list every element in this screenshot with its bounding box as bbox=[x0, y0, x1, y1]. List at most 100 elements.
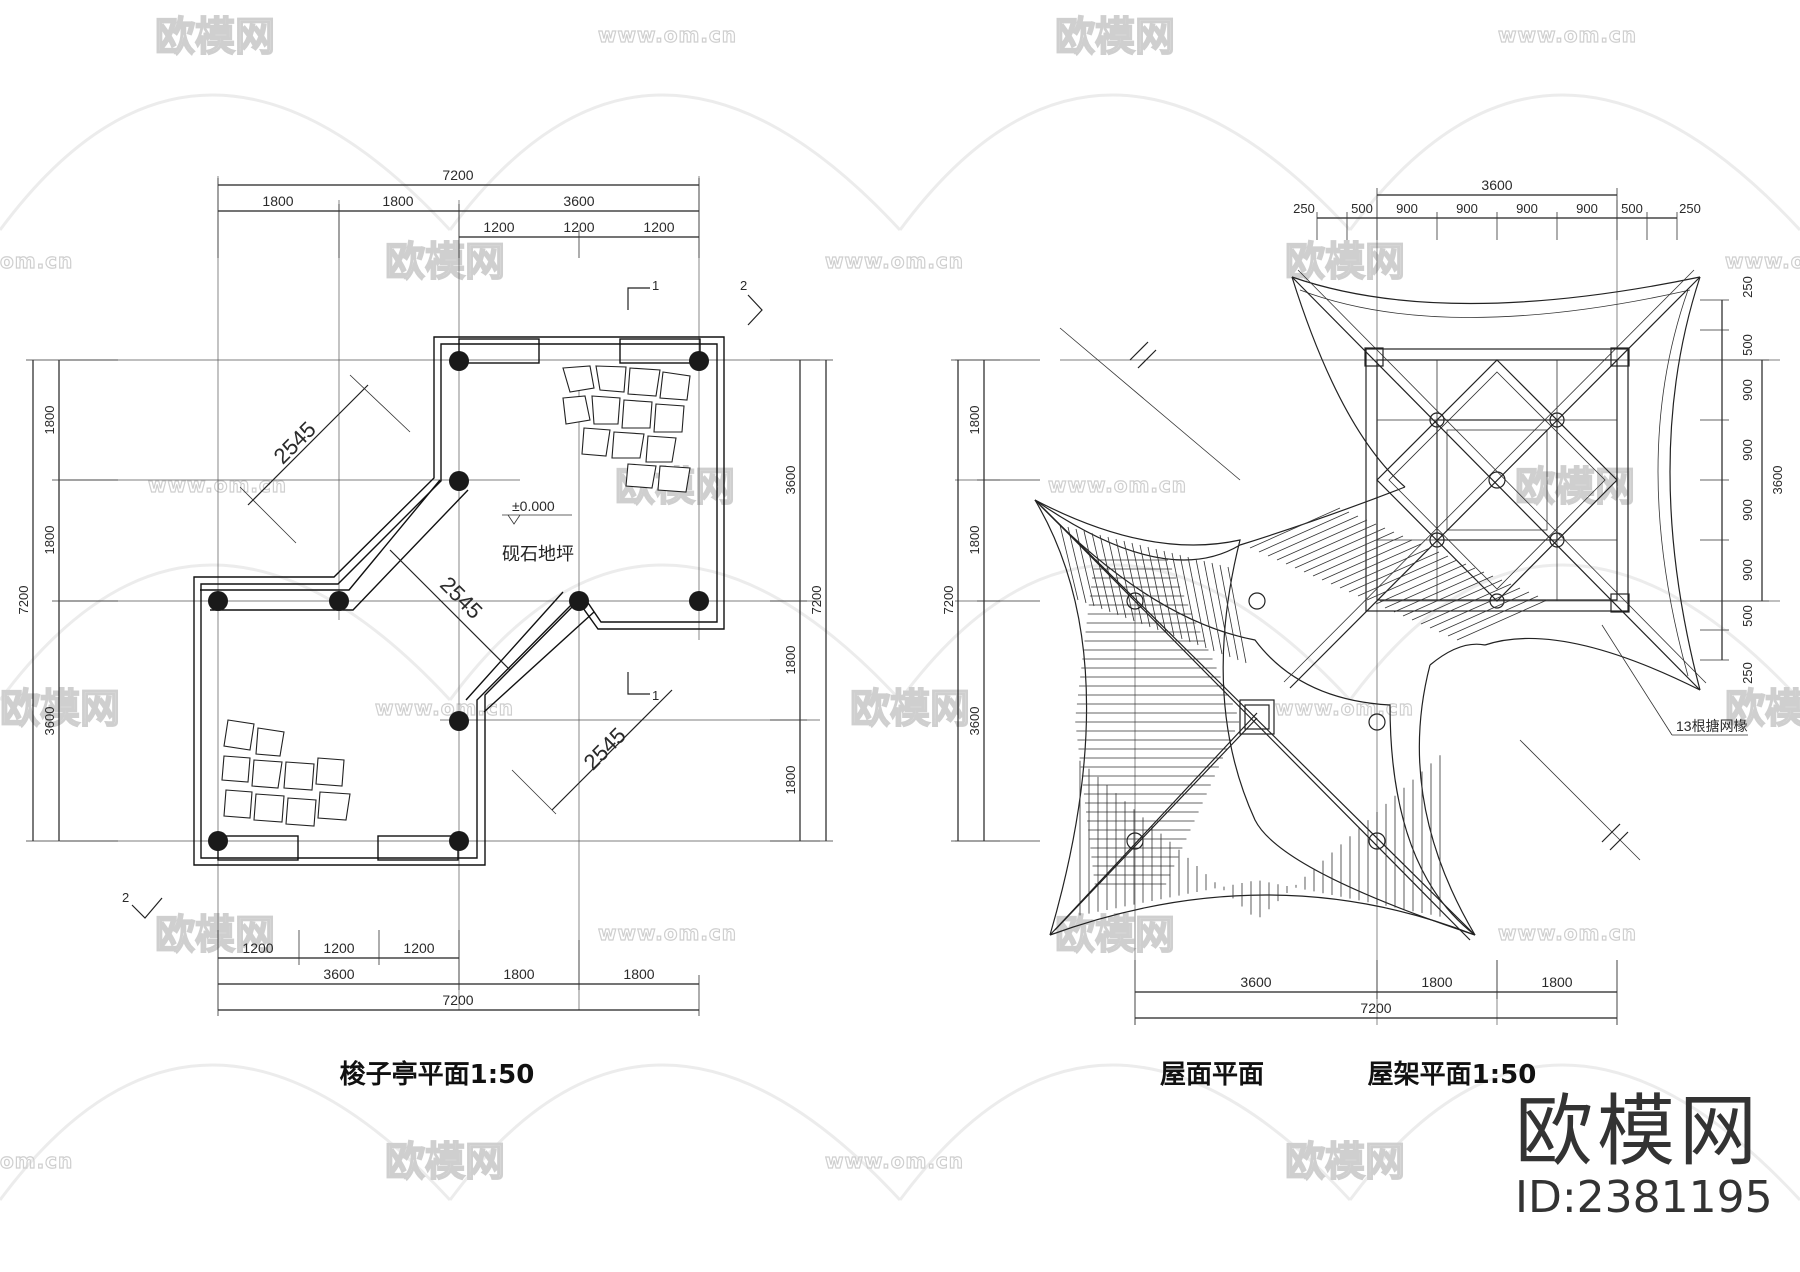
stone-paving bbox=[221, 719, 351, 827]
left-dimensions: 7200 1800 1800 3600 bbox=[16, 359, 118, 842]
columns bbox=[208, 351, 709, 851]
watermark-logo: 欧模网 bbox=[385, 1139, 505, 1185]
svg-text:500: 500 bbox=[1740, 334, 1755, 356]
watermark-url: www.om.cn bbox=[1498, 921, 1637, 945]
left-plan-title: 梭子亭平面1:50 bbox=[340, 1059, 535, 1090]
watermark-layer: 欧模网 www.om.cn 欧模网 www.om.cn om.cn 欧模网 ww… bbox=[0, 13, 1800, 1186]
watermark-url: www.om.cn bbox=[1725, 249, 1800, 273]
svg-text:1800: 1800 bbox=[1541, 974, 1572, 990]
bench bbox=[458, 338, 540, 364]
svg-text:250: 250 bbox=[1740, 662, 1755, 684]
watermark-logo: 欧模网 bbox=[1285, 1139, 1405, 1185]
top-dimensions: 3600 250 500 900 900 900 900 500 250 bbox=[1293, 177, 1701, 240]
svg-text:2: 2 bbox=[122, 890, 129, 905]
outer-wall bbox=[193, 336, 725, 866]
floor-level-note: ±0.000 砚石地坪 bbox=[502, 498, 574, 565]
watermark-logo: 欧模网 bbox=[0, 686, 120, 732]
roof-transition bbox=[1239, 486, 1548, 666]
svg-text:500: 500 bbox=[1351, 201, 1373, 216]
svg-text:2: 2 bbox=[740, 278, 747, 293]
dim-roof-bottom-total: 7200 bbox=[1360, 1000, 1391, 1016]
bottom-dimensions: 1200 1200 1200 3600 1800 1800 7200 bbox=[217, 930, 700, 1016]
floor-level: ±0.000 bbox=[512, 498, 555, 514]
svg-text:900: 900 bbox=[1516, 201, 1538, 216]
left-floor-plan: 7200 1800 1800 3600 1200 1200 1200 1200 … bbox=[16, 167, 833, 1090]
break-lines bbox=[1059, 327, 1641, 861]
dim-bottom-total: 7200 bbox=[442, 992, 473, 1008]
svg-text:1800: 1800 bbox=[623, 966, 654, 982]
bench bbox=[217, 835, 299, 861]
floor-material-note: 砚石地坪 bbox=[502, 544, 574, 565]
watermark-logo: 欧模网 bbox=[850, 686, 970, 732]
bench bbox=[619, 338, 701, 364]
svg-text:900: 900 bbox=[1576, 201, 1598, 216]
svg-text:900: 900 bbox=[1740, 439, 1755, 461]
dim-top-total: 7200 bbox=[442, 167, 473, 183]
left-dimensions: 7200 1800 1800 3600 bbox=[941, 359, 1040, 842]
svg-text:1200: 1200 bbox=[643, 219, 674, 235]
watermark-logo: 欧模网 bbox=[1725, 686, 1800, 732]
watermark-url: www.om.cn bbox=[598, 921, 737, 945]
svg-text:7200: 7200 bbox=[941, 586, 956, 615]
svg-text:3600: 3600 bbox=[783, 466, 798, 495]
rafter-note: 13根搪网椽 bbox=[1601, 624, 1748, 736]
dim-roof-top-total: 3600 bbox=[1481, 177, 1512, 193]
watermark-logo: 欧模网 bbox=[1285, 239, 1405, 285]
watermark-logo: 欧模网 bbox=[385, 239, 505, 285]
watermark-background-arcs bbox=[0, 93, 1800, 1202]
section-marks: 1 2 1 2 bbox=[122, 278, 763, 919]
watermark-url: www.om.cn bbox=[148, 473, 287, 497]
svg-text:3600: 3600 bbox=[42, 707, 57, 736]
svg-text:1800: 1800 bbox=[503, 966, 534, 982]
svg-text:1200: 1200 bbox=[242, 940, 273, 956]
watermark-url: www.om.cn bbox=[825, 1149, 964, 1173]
roof-plan-title: 屋面平面 bbox=[1160, 1060, 1264, 1090]
watermark-logo: 欧模网 bbox=[1055, 912, 1175, 958]
bottom-dimensions: 3600 1800 1800 7200 bbox=[1134, 960, 1618, 1025]
svg-text:1800: 1800 bbox=[783, 646, 798, 675]
rafter-note-text: 13根搪网椽 bbox=[1676, 718, 1748, 734]
svg-text:900: 900 bbox=[1740, 379, 1755, 401]
roof-surface bbox=[1034, 499, 1476, 941]
svg-text:900: 900 bbox=[1740, 499, 1755, 521]
svg-text:2545: 2545 bbox=[435, 572, 487, 624]
watermark-url: www.om.cn bbox=[375, 696, 514, 720]
svg-text:250: 250 bbox=[1679, 201, 1701, 216]
svg-text:900: 900 bbox=[1456, 201, 1478, 216]
svg-text:7200: 7200 bbox=[809, 586, 824, 615]
svg-text:1800: 1800 bbox=[42, 526, 57, 555]
svg-text:2545: 2545 bbox=[269, 417, 321, 469]
right-roof-plan: 3600 250 500 900 900 900 900 500 250 250… bbox=[941, 177, 1785, 1090]
brand-id: ID:2381195 bbox=[1515, 1172, 1773, 1223]
watermark-logo: 欧模网 bbox=[1515, 464, 1635, 510]
svg-text:2545: 2545 bbox=[579, 723, 631, 775]
roof-frame-plan-title: 屋架平面1:50 bbox=[1368, 1060, 1537, 1090]
svg-text:3600: 3600 bbox=[323, 966, 354, 982]
brand-logo-text: 欧模网 bbox=[1515, 1087, 1761, 1177]
bench bbox=[377, 835, 459, 861]
svg-text:1800: 1800 bbox=[42, 406, 57, 435]
svg-text:3600: 3600 bbox=[1770, 466, 1785, 495]
watermark-url: om.cn bbox=[0, 1149, 73, 1173]
svg-text:500: 500 bbox=[1740, 605, 1755, 627]
svg-text:1: 1 bbox=[652, 278, 659, 293]
svg-text:7200: 7200 bbox=[16, 586, 31, 615]
svg-text:3600: 3600 bbox=[1240, 974, 1271, 990]
svg-text:1800: 1800 bbox=[967, 406, 982, 435]
svg-text:1: 1 bbox=[652, 688, 659, 703]
watermark-logo: 欧模网 bbox=[155, 14, 275, 60]
svg-text:250: 250 bbox=[1740, 276, 1755, 298]
svg-text:1800: 1800 bbox=[1421, 974, 1452, 990]
inner-wall bbox=[200, 343, 718, 859]
watermark-url: www.om.cn bbox=[1498, 23, 1637, 47]
watermark-url: www.om.cn bbox=[598, 23, 737, 47]
svg-text:900: 900 bbox=[1740, 559, 1755, 581]
watermark-url: om.cn bbox=[0, 249, 73, 273]
stone-paving bbox=[562, 365, 691, 493]
svg-text:1800: 1800 bbox=[783, 766, 798, 795]
watermark-logo: 欧模网 bbox=[155, 912, 275, 958]
svg-text:500: 500 bbox=[1621, 201, 1643, 216]
svg-text:1200: 1200 bbox=[403, 940, 434, 956]
svg-text:1800: 1800 bbox=[262, 193, 293, 209]
